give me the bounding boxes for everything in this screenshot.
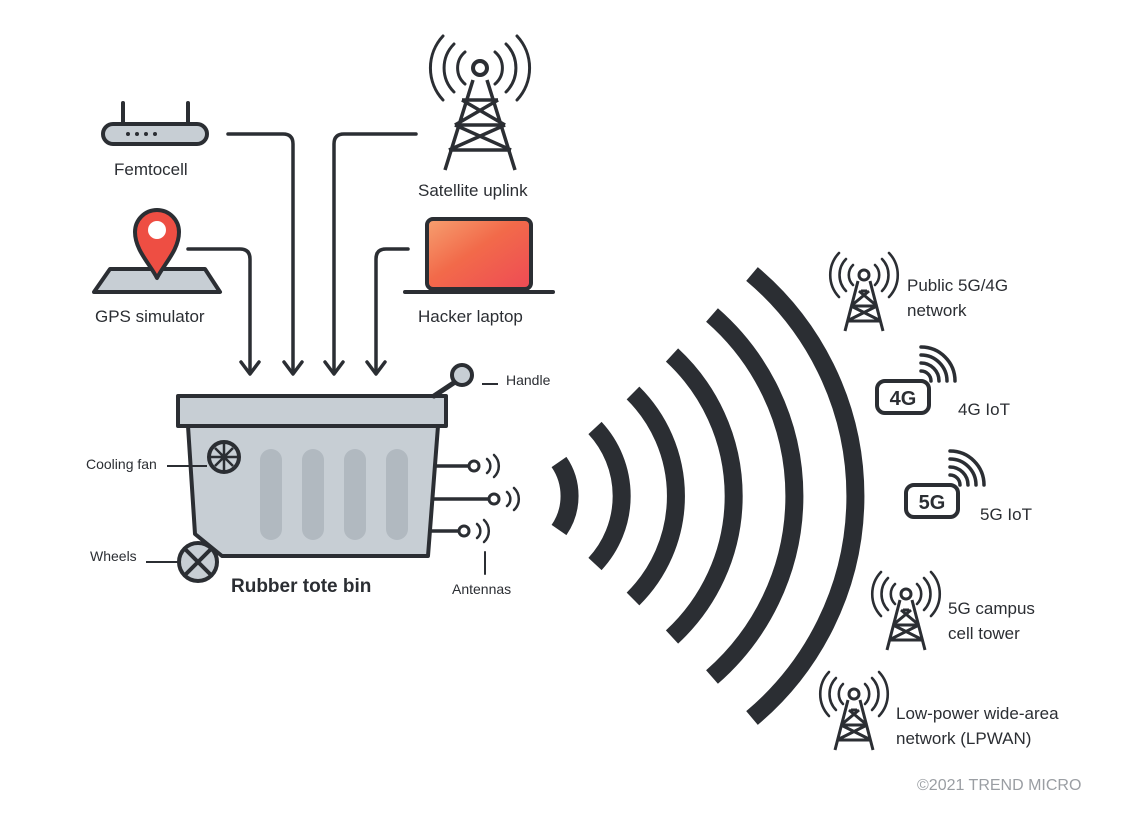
satellite-uplink-label: Satellite uplink — [418, 181, 528, 200]
hacker-laptop-label: Hacker laptop — [418, 307, 523, 326]
signal-waves-icon — [551, 267, 865, 725]
5g-badge-text: 5G — [919, 492, 946, 514]
public-network-tower-icon — [828, 251, 900, 333]
femtocell-icon — [101, 101, 209, 146]
public-network-label-line1: Public 5G/4G — [907, 276, 1009, 295]
antennas-icon — [429, 453, 521, 575]
campus-tower-label-line2: cell tower — [948, 624, 1020, 643]
campus-tower-label-line1: 5G campus — [948, 599, 1035, 618]
gps-simulator-icon — [92, 208, 222, 294]
handle-label: Handle — [506, 372, 551, 388]
bin-title: Rubber tote bin — [231, 576, 372, 597]
5g-iot-icon: 5G — [904, 449, 986, 519]
4g-iot-icon: 4G — [875, 345, 957, 415]
4g-badge-text: 4G — [890, 388, 917, 410]
5g-iot-label: 5G IoT — [980, 505, 1032, 524]
lpwan-tower-icon — [818, 670, 890, 752]
4g-iot-label: 4G IoT — [958, 400, 1010, 419]
antennas-label: Antennas — [452, 581, 512, 597]
hacker-laptop-icon — [403, 217, 555, 294]
public-network-label-line2: network — [907, 301, 967, 320]
gps-simulator-label: GPS simulator — [95, 307, 205, 326]
cooling-fan-icon — [167, 440, 241, 474]
lpwan-label-line2: network (LPWAN) — [896, 729, 1032, 748]
handle-icon — [431, 363, 498, 399]
lpwan-label-line1: Low-power wide-area — [896, 704, 1059, 723]
copyright-text: ©2021 TREND MICRO — [917, 777, 1082, 794]
wheels-label: Wheels — [90, 548, 137, 564]
campus-tower-icon — [870, 570, 942, 652]
satellite-tower-icon — [429, 34, 531, 171]
rubber-tote-bin — [176, 394, 448, 558]
input-connectors — [186, 132, 418, 376]
cooling-fan-label: Cooling fan — [86, 456, 157, 472]
wheel-icon — [146, 541, 219, 583]
femtocell-label: Femtocell — [114, 160, 188, 179]
